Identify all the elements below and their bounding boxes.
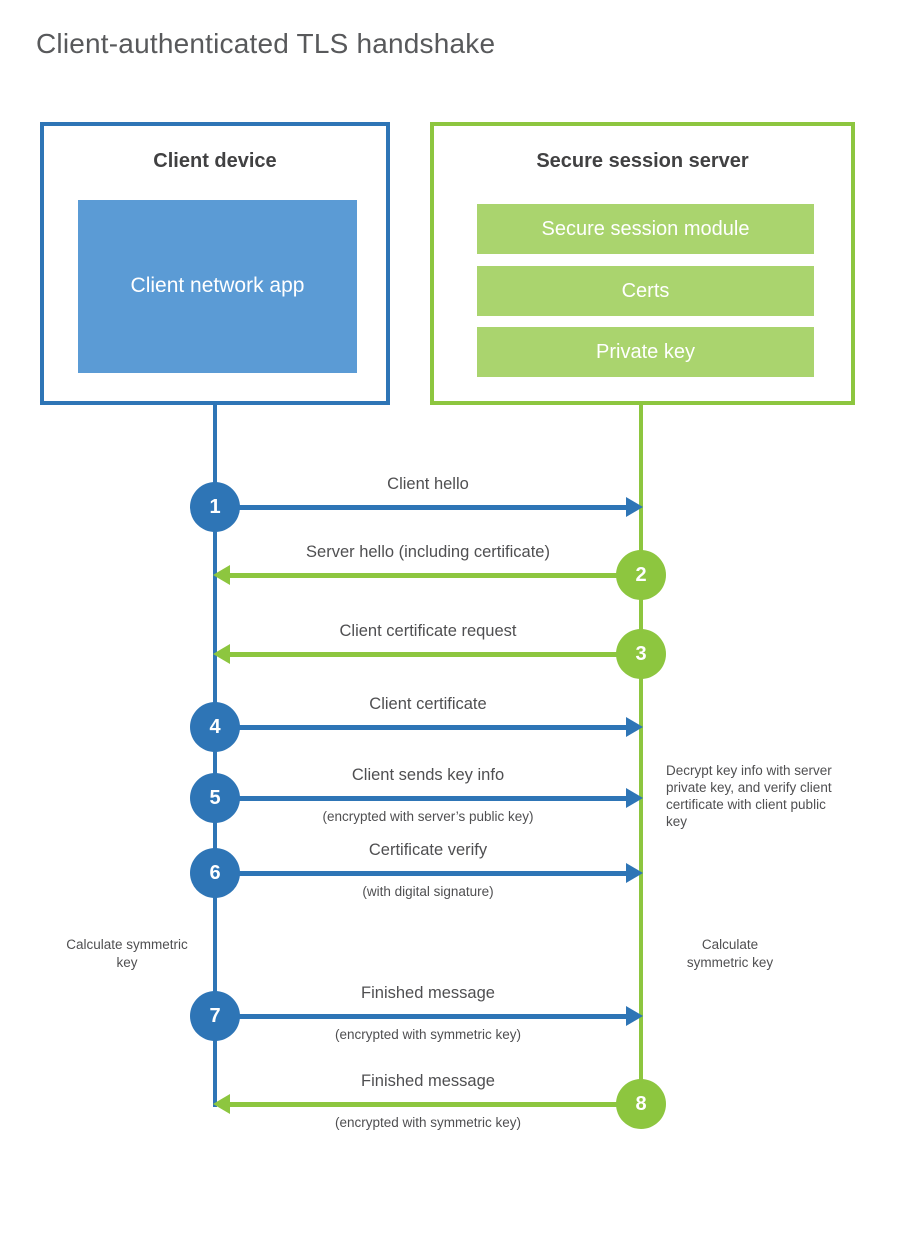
message-sublabel: (encrypted with server’s public key) (322, 809, 534, 824)
arrow-right-icon (626, 1006, 643, 1026)
step-number-badge: 8 (616, 1079, 666, 1129)
message-sublabel: (with digital signature) (362, 884, 494, 899)
client-device-title: Client device (153, 150, 277, 172)
arrow-shaft (215, 505, 628, 510)
arrow-shaft (228, 652, 641, 657)
step-number-badge: 4 (190, 702, 240, 752)
message-label: Client hello (387, 475, 469, 493)
server-lifeline (639, 405, 643, 1104)
message-label: Client certificate request (339, 622, 517, 640)
step-number-badge: 7 (190, 991, 240, 1041)
arrow-left-icon (213, 565, 230, 585)
decrypt-key-note: Decrypt key info with server private key… (666, 763, 832, 829)
message-sublabel: (encrypted with symmetric key) (334, 1027, 522, 1042)
step-number-badge: 5 (190, 773, 240, 823)
arrow-left-icon (213, 644, 230, 664)
certs-bar: Certs (477, 266, 814, 316)
arrow-left-icon (213, 1094, 230, 1114)
private-key-bar: Private key (477, 327, 814, 377)
page-title: Client-authenticated TLS handshake (36, 28, 496, 59)
message-label: Certificate verify (368, 841, 488, 859)
client-network-app-label: Client network app (130, 274, 305, 298)
secure-session-server-title: Secure session server (536, 150, 749, 172)
arrow-right-icon (626, 788, 643, 808)
client-lifeline (213, 405, 217, 1107)
message-label: Client certificate (369, 695, 487, 713)
arrow-right-icon (626, 497, 643, 517)
message-label: Client sends key info (351, 766, 505, 784)
step-number-badge: 6 (190, 848, 240, 898)
secure-session-module-bar: Secure session module (477, 204, 814, 254)
client-network-app-module: Client network app (78, 200, 357, 373)
arrow-right-icon (626, 863, 643, 883)
step-number-badge: 2 (616, 550, 666, 600)
arrow-shaft (228, 573, 641, 578)
arrow-shaft (215, 796, 628, 801)
step-number-badge: 1 (190, 482, 240, 532)
arrow-shaft (215, 1014, 628, 1019)
message-label: Finished message (361, 984, 495, 1002)
step-number-badge: 3 (616, 629, 666, 679)
message-label: Server hello (including certificate) (306, 543, 550, 561)
secure-session-server-box: Secure session server Secure session mod… (430, 122, 855, 405)
message-label: Finished message (361, 1072, 495, 1090)
arrow-shaft (228, 1102, 641, 1107)
client-device-box: Client device Client network app (40, 122, 390, 405)
calculate-symmetric-key-server: Calculate symmetric key (686, 937, 774, 970)
arrow-shaft (215, 871, 628, 876)
calculate-symmetric-key-client: Calculate symmetric key (66, 937, 188, 970)
arrow-shaft (215, 725, 628, 730)
arrow-right-icon (626, 717, 643, 737)
message-sublabel: (encrypted with symmetric key) (334, 1115, 522, 1130)
